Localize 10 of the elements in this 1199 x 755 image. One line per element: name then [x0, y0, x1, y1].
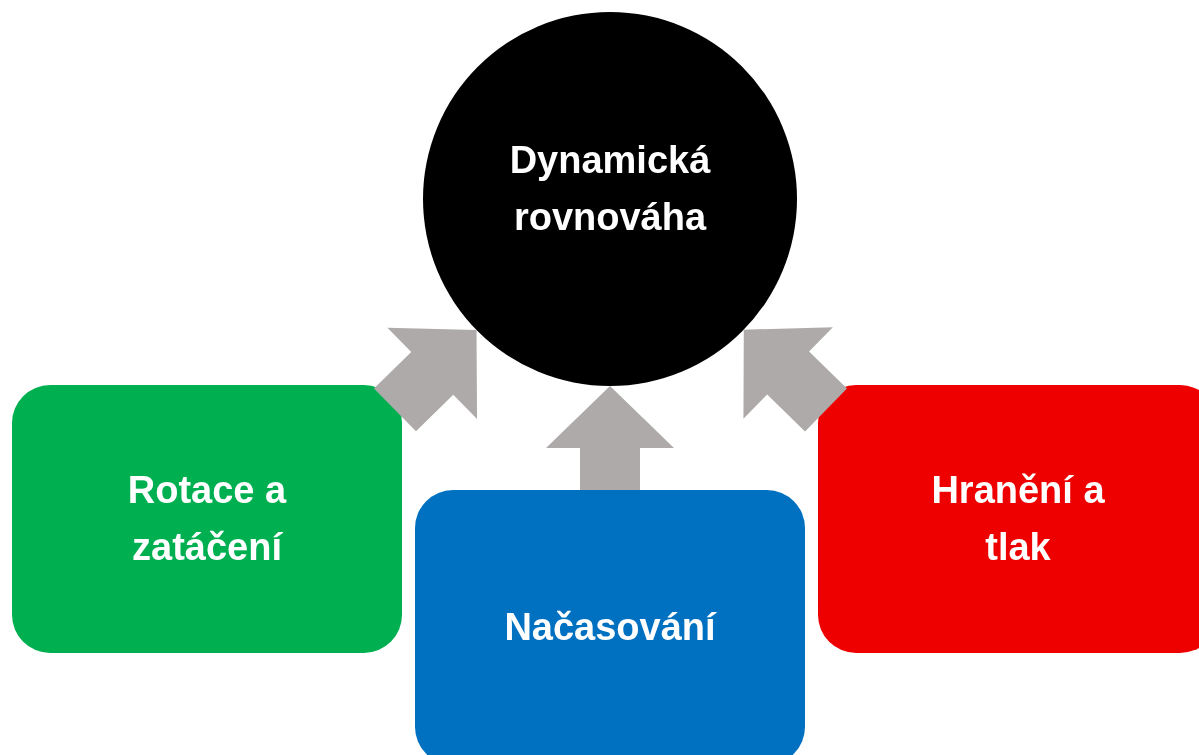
process-box [12, 385, 402, 653]
node-label: Dynamická rovnováha [508, 138, 712, 240]
node-label: Hranění a tlak [930, 468, 1106, 570]
node-label: Rotace a zatáčení [126, 468, 288, 570]
process-box [818, 385, 1199, 653]
block-arrow [373, 327, 478, 432]
block-arrow [546, 386, 674, 490]
block-arrow [743, 327, 847, 432]
process-box [415, 490, 805, 755]
node-label: Načasování [504, 605, 716, 650]
